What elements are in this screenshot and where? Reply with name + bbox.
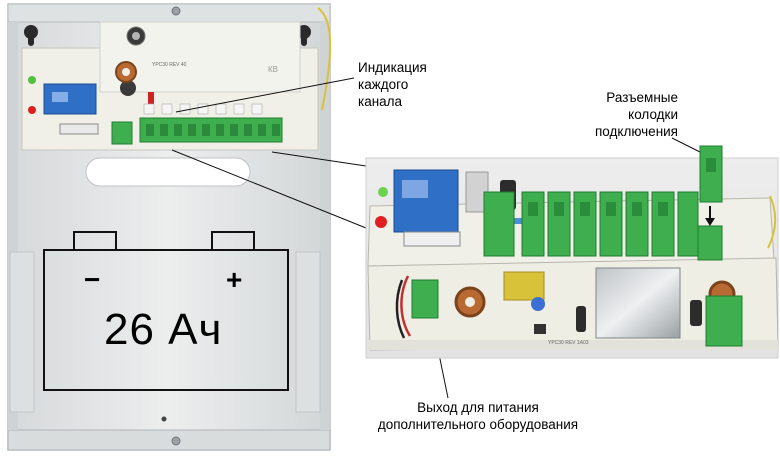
board-closeup-photo: YPC30 REV 1A03 — [365, 145, 779, 359]
callout-line-1: Выход для питания — [417, 400, 539, 415]
battery-minus-sign: − — [84, 264, 101, 295]
keyhole-left-icon — [24, 25, 38, 46]
callout-line-3: канала — [358, 94, 403, 109]
svg-text:YPC30 REV 40: YPC30 REV 40 — [152, 62, 187, 68]
svg-text:YPC30 REV 1A03: YPC30 REV 1A03 — [548, 340, 589, 346]
callout-power-output: Выход для питания дополнительного оборуд… — [368, 399, 588, 433]
enclosure: КВ YPC30 REV 40 — [7, 3, 332, 451]
battery-capacity-label: 26 Ач — [104, 305, 223, 354]
callout-line-1: Разъемные — [606, 90, 678, 105]
callout-line-2: колодки — [628, 107, 678, 122]
battery-outline — [43, 231, 289, 391]
svg-text:КВ: КВ — [268, 65, 278, 74]
battery-plus-sign: + — [226, 264, 243, 295]
screw-icon — [171, 6, 181, 16]
callout-lines — [171, 77, 701, 399]
callout-line-2: каждого — [358, 77, 409, 92]
callout-channel-indication: Индикация каждого канала — [358, 59, 427, 110]
callout-line-2: дополнительного оборудования — [377, 417, 579, 432]
callout-line-1: Индикация — [358, 60, 427, 75]
callout-detachable-terminals: Разъемные колодки подключения — [590, 89, 678, 140]
callout-line-3: подключения — [594, 124, 678, 139]
screw-icon — [171, 436, 181, 446]
